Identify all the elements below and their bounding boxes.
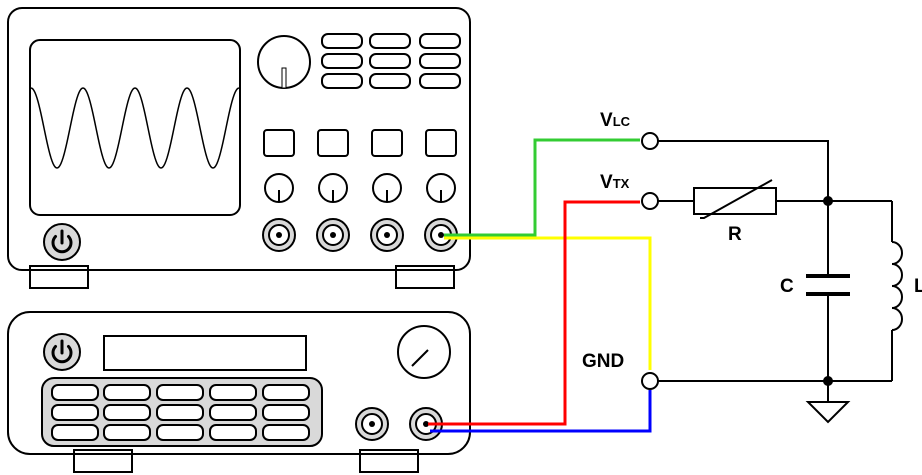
wire-gnd bbox=[430, 390, 652, 433]
wire-probe bbox=[444, 236, 652, 370]
generator-body bbox=[7, 311, 471, 455]
channel-3-button[interactable] bbox=[371, 129, 403, 157]
generator-keys bbox=[51, 384, 310, 441]
generator-power-button[interactable] bbox=[43, 333, 81, 371]
scope-button[interactable] bbox=[321, 33, 363, 49]
terminal-vtx[interactable] bbox=[641, 192, 659, 210]
resistor-variable-arrow bbox=[700, 179, 773, 219]
oscilloscope-power-button[interactable] bbox=[43, 223, 81, 261]
generator-key[interactable] bbox=[156, 404, 204, 421]
oscilloscope-screen bbox=[29, 39, 241, 216]
oscilloscope-channel-buttons bbox=[263, 129, 457, 157]
generator-key[interactable] bbox=[51, 424, 99, 441]
wires bbox=[428, 138, 652, 433]
generator-key[interactable] bbox=[103, 424, 151, 441]
scope-button[interactable] bbox=[321, 53, 363, 69]
label-capacitor: C bbox=[780, 276, 794, 297]
generator-display bbox=[103, 335, 307, 371]
generator-key[interactable] bbox=[209, 424, 257, 441]
oscilloscope-body bbox=[7, 7, 471, 271]
generator-key[interactable] bbox=[156, 424, 204, 441]
channel-3-bnc-pin bbox=[384, 232, 390, 238]
channel-1-button[interactable] bbox=[263, 129, 295, 157]
rlc-circuit: VLC VTX GND R C L bbox=[582, 110, 922, 424]
label-vlc: VLC bbox=[600, 110, 631, 131]
generator-key[interactable] bbox=[262, 404, 310, 421]
oscilloscope-bnc-inputs bbox=[262, 218, 458, 252]
generator-key[interactable] bbox=[262, 384, 310, 401]
oscilloscope-foot-left bbox=[29, 265, 89, 289]
oscilloscope-waveform bbox=[30, 87, 240, 169]
generator-knob-indicator bbox=[411, 349, 429, 367]
generator-key[interactable] bbox=[262, 424, 310, 441]
terminal-vlc[interactable] bbox=[641, 132, 659, 150]
oscilloscope-foot-right bbox=[395, 265, 455, 289]
wire-vlc bbox=[444, 138, 640, 237]
generator-key[interactable] bbox=[209, 404, 257, 421]
generator-key[interactable] bbox=[209, 384, 257, 401]
label-vtx: VTX bbox=[600, 172, 630, 193]
function-generator bbox=[7, 311, 471, 473]
label-resistor: R bbox=[728, 224, 742, 245]
channel-4-button[interactable] bbox=[425, 129, 457, 157]
ground-symbol bbox=[805, 401, 851, 424]
channel-2-bnc-pin bbox=[330, 232, 336, 238]
scope-button[interactable] bbox=[321, 73, 363, 89]
channel-4-bnc-pin bbox=[438, 232, 444, 238]
power-icon bbox=[51, 235, 73, 254]
wire-vtx bbox=[428, 200, 640, 426]
wire-vlc-node bbox=[658, 140, 829, 201]
scope-button[interactable] bbox=[369, 33, 411, 49]
generator-output-bnc-pin bbox=[423, 421, 429, 427]
generator-sync-bnc-pin bbox=[369, 421, 375, 427]
oscilloscope bbox=[7, 7, 471, 289]
generator-key[interactable] bbox=[156, 384, 204, 401]
inductor bbox=[891, 241, 903, 331]
oscilloscope-channel-knobs bbox=[264, 173, 456, 203]
scope-button[interactable] bbox=[419, 53, 461, 69]
generator-key[interactable] bbox=[103, 404, 151, 421]
generator-keypad bbox=[41, 377, 323, 447]
scope-button[interactable] bbox=[419, 73, 461, 89]
power-icon bbox=[51, 345, 73, 364]
scope-button[interactable] bbox=[419, 33, 461, 49]
scope-button[interactable] bbox=[369, 53, 411, 69]
channel-1-bnc-pin bbox=[276, 232, 282, 238]
generator-key[interactable] bbox=[51, 384, 99, 401]
scope-button[interactable] bbox=[369, 73, 411, 89]
oscilloscope-main-knob-indicator bbox=[281, 67, 287, 89]
terminal-gnd[interactable] bbox=[641, 372, 659, 390]
oscilloscope-button-grid bbox=[321, 33, 461, 89]
label-inductor: L bbox=[914, 276, 922, 297]
channel-2-button[interactable] bbox=[317, 129, 349, 157]
label-gnd: GND bbox=[582, 351, 624, 372]
generator-key[interactable] bbox=[51, 404, 99, 421]
generator-key[interactable] bbox=[103, 384, 151, 401]
generator-knob[interactable] bbox=[397, 325, 451, 379]
generator-foot-left bbox=[73, 449, 133, 473]
generator-foot-right bbox=[359, 449, 419, 473]
